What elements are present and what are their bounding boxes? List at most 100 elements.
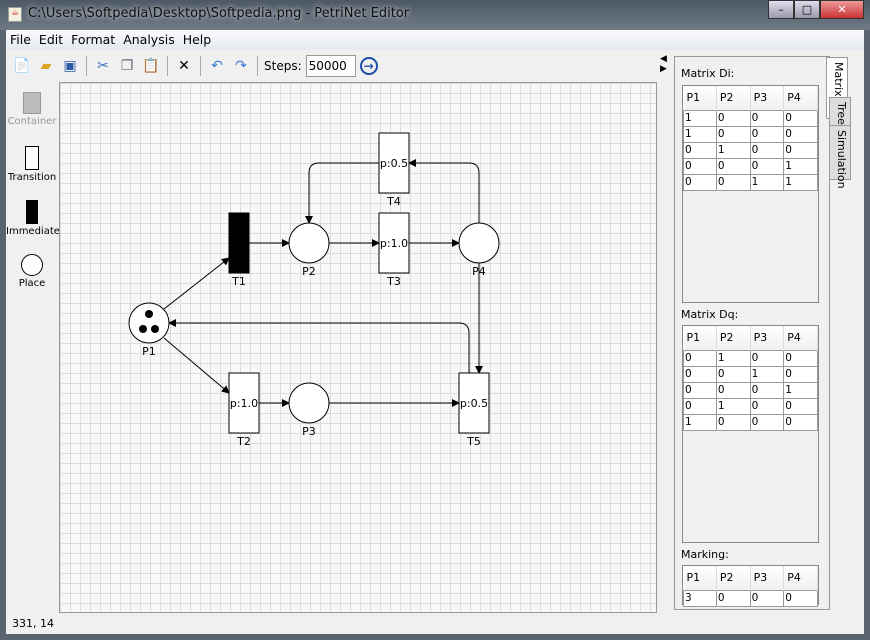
p1-label: P1 xyxy=(142,345,156,358)
column-header[interactable]: P2 xyxy=(716,566,751,590)
t5-label: T5 xyxy=(466,435,481,448)
transition-t4[interactable] xyxy=(378,132,410,194)
place-p4[interactable] xyxy=(458,222,500,264)
table-cell[interactable]: 0 xyxy=(683,173,717,191)
open-folder-icon[interactable]: ▰ xyxy=(40,58,52,74)
column-header[interactable]: P3 xyxy=(750,86,785,110)
p4-label: P4 xyxy=(472,265,486,278)
palette-place[interactable]: Place xyxy=(6,254,58,304)
matrix-dq-label: Matrix Dq: xyxy=(681,308,739,321)
table-cell[interactable]: 0 xyxy=(749,589,785,607)
table-cell[interactable]: 0 xyxy=(715,589,751,607)
column-header[interactable]: P4 xyxy=(783,566,818,590)
java-app-icon: ☕ xyxy=(8,7,22,22)
tab-simulation[interactable]: Simulation xyxy=(829,125,851,189)
table-cell[interactable]: 0 xyxy=(683,141,717,159)
copy-icon[interactable]: ❐ xyxy=(120,58,134,74)
table-cell[interactable]: 0 xyxy=(783,589,818,607)
p3-label: P3 xyxy=(302,425,316,438)
splitter-arrows[interactable]: ◀▶ xyxy=(660,54,667,74)
arc-p1-t2[interactable] xyxy=(163,337,230,394)
minimize-button[interactable]: – xyxy=(768,0,794,19)
steps-label: Steps: xyxy=(264,59,302,73)
tab-tree[interactable]: Tree xyxy=(829,97,851,127)
window-title: C:\Users\Softpedia\Desktop\Softpedia.png… xyxy=(28,6,410,21)
column-header[interactable]: P3 xyxy=(750,326,785,350)
column-header[interactable]: P2 xyxy=(716,86,751,110)
run-arrow-icon[interactable]: → xyxy=(359,57,378,75)
paste-icon[interactable]: 📋 xyxy=(142,58,160,74)
transition-icon xyxy=(25,146,39,170)
main-window: File Edit Format Analysis Help 📄 ▰ ▣ ✂ ❐ 📋 ✕… xyxy=(6,30,864,634)
column-header[interactable]: P1 xyxy=(683,566,717,590)
arc-t4-p2[interactable] xyxy=(305,162,379,224)
save-icon[interactable]: ▣ xyxy=(63,58,77,74)
place-p1[interactable] xyxy=(128,302,170,344)
t3-rate: p:1.0 xyxy=(380,237,408,250)
palette-transition[interactable]: Transition xyxy=(6,146,58,196)
redo-icon[interactable]: ↷ xyxy=(235,58,247,74)
cut-icon[interactable]: ✂ xyxy=(97,58,109,74)
transition-t3[interactable] xyxy=(378,212,410,274)
menu-analysis[interactable]: Analysis xyxy=(123,32,175,47)
column-header[interactable]: P1 xyxy=(683,86,717,110)
maximize-button[interactable]: □ xyxy=(794,0,820,19)
arc-p1-t1[interactable] xyxy=(163,257,230,310)
p1-tokens xyxy=(139,310,159,333)
place-p3[interactable] xyxy=(288,382,330,424)
table-cell[interactable]: 0 xyxy=(683,157,717,175)
table-cell[interactable]: 0 xyxy=(783,413,818,431)
column-header[interactable]: P1 xyxy=(683,326,717,350)
column-header[interactable]: P4 xyxy=(783,326,818,350)
steps-input[interactable]: 50000 xyxy=(305,55,356,77)
marking-label: Marking: xyxy=(681,548,729,561)
menu-format[interactable]: Format xyxy=(71,32,116,47)
t4-label: T4 xyxy=(386,195,401,208)
palette-container[interactable]: Container xyxy=(6,92,58,142)
title-bar: ☕ C:\Users\Softpedia\Desktop\Softpedia.p… xyxy=(0,0,870,30)
t1-label: T1 xyxy=(231,275,246,288)
menu-file[interactable]: File xyxy=(10,32,31,47)
table-cell[interactable]: 0 xyxy=(783,125,818,143)
close-button[interactable]: ✕ xyxy=(820,0,864,19)
petri-net-canvas[interactable] xyxy=(59,82,657,613)
table-cell[interactable]: 0 xyxy=(749,413,785,431)
delete-icon[interactable]: ✕ xyxy=(178,58,190,74)
t3-label: T3 xyxy=(386,275,401,288)
t4-rate: p:0.5 xyxy=(380,157,408,170)
table-cell[interactable]: 1 xyxy=(683,413,717,431)
t2-label: T2 xyxy=(236,435,251,448)
p2-label: P2 xyxy=(302,265,316,278)
undo-icon[interactable]: ↶ xyxy=(211,58,223,74)
new-file-icon[interactable]: 📄 xyxy=(13,58,31,74)
column-header[interactable]: P4 xyxy=(783,86,818,110)
matrix-di-label: Matrix Di: xyxy=(681,67,735,80)
t2-rate: p:1.0 xyxy=(230,397,258,410)
menu-edit[interactable]: Edit xyxy=(38,32,64,47)
transition-t1[interactable] xyxy=(228,212,250,274)
transition-t5[interactable] xyxy=(458,372,490,434)
palette-immediate[interactable]: Immediate xyxy=(6,200,60,250)
menu-help[interactable]: Help xyxy=(182,32,212,47)
transition-t2[interactable] xyxy=(228,372,260,434)
arc-p4-t4[interactable] xyxy=(408,159,480,223)
t5-rate: p:0.5 xyxy=(460,397,488,410)
column-header[interactable]: P3 xyxy=(750,566,785,590)
place-p2[interactable] xyxy=(288,222,330,264)
column-header[interactable]: P2 xyxy=(716,326,751,350)
menu-bar: File Edit Format Analysis Help xyxy=(6,30,864,50)
arc-t5-p1[interactable] xyxy=(168,319,470,373)
table-cell[interactable]: 3 xyxy=(683,589,717,607)
table-cell[interactable]: 1 xyxy=(783,173,818,191)
